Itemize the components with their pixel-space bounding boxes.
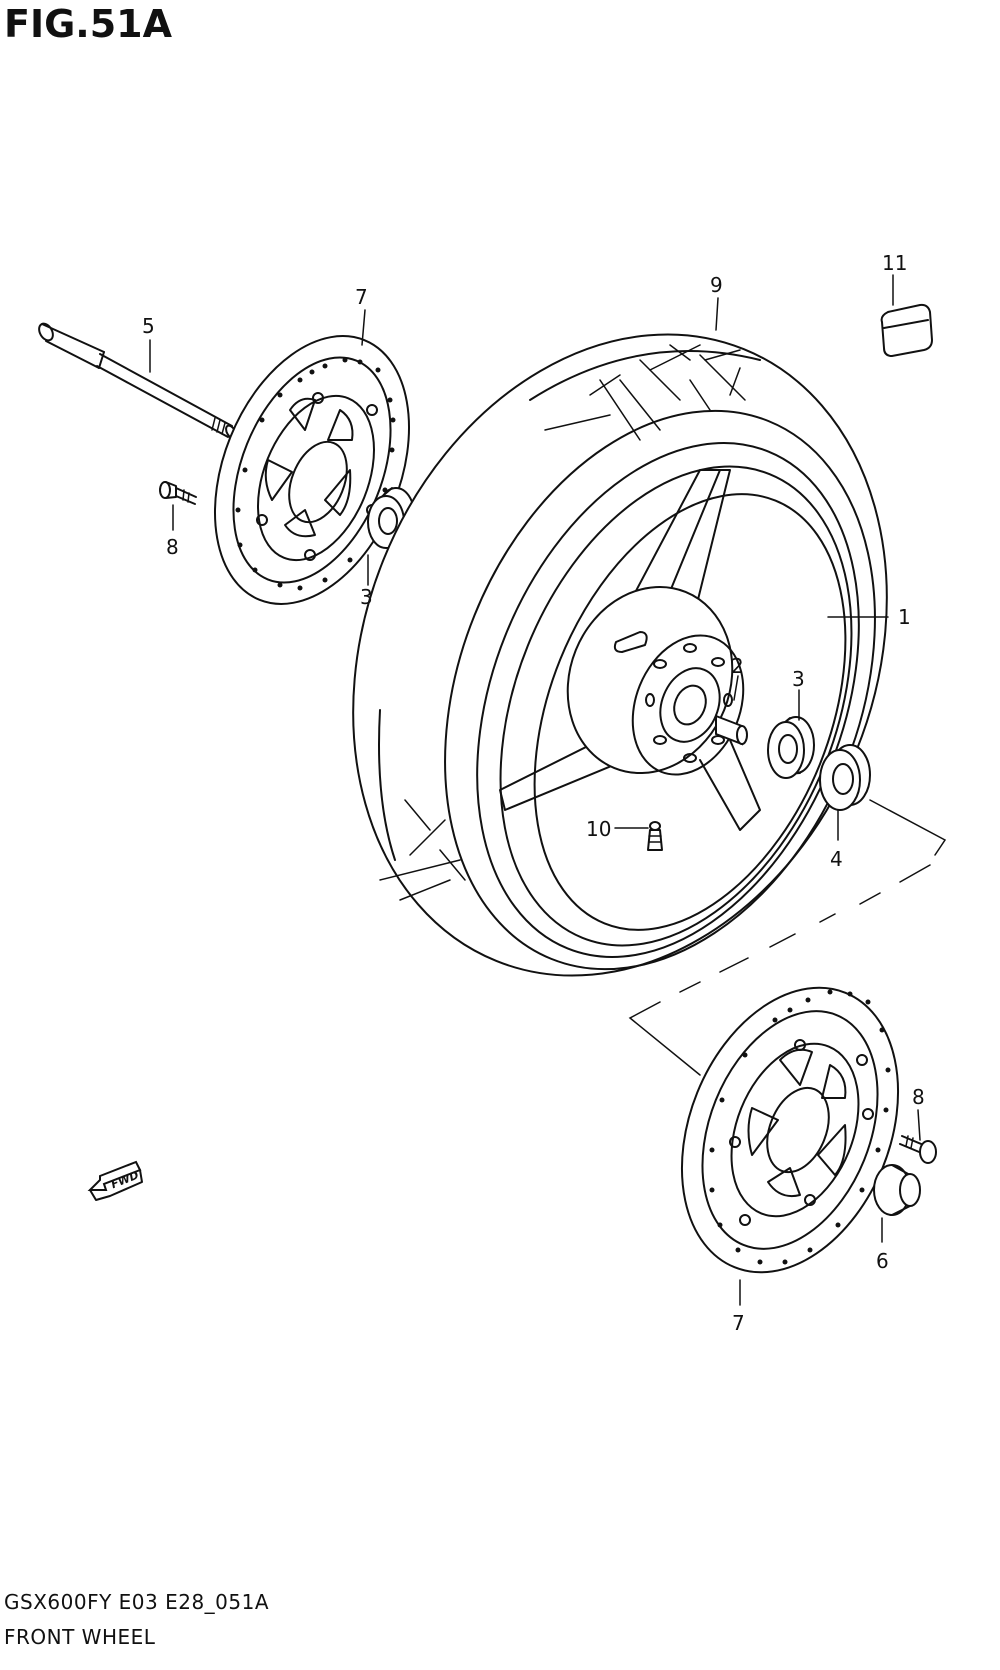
figure-title: FIG.51A <box>4 2 173 46</box>
balancer-drawing[interactable] <box>880 303 934 358</box>
bearing-right-drawing[interactable] <box>767 716 815 779</box>
disc-bolt-lower-drawing[interactable] <box>899 1135 937 1164</box>
callout-9: 9 <box>710 273 723 297</box>
callout-labels: 5 7 8 3 9 11 1 2 3 4 10 8 6 7 <box>142 251 925 1335</box>
callout-7-upper: 7 <box>355 285 368 309</box>
section-name: FRONT WHEEL <box>4 1625 156 1649</box>
axle-centerline <box>628 799 947 1076</box>
valve-drawing[interactable] <box>647 821 663 851</box>
callout-8-upper: 8 <box>166 535 179 559</box>
axle-drawing[interactable] <box>36 321 238 440</box>
callout-5: 5 <box>142 314 155 338</box>
callout-3-left: 3 <box>360 585 373 609</box>
collar-drawing[interactable] <box>873 1164 921 1216</box>
leader-lines <box>149 274 921 1306</box>
brake-disc-lower-drawing[interactable] <box>642 955 938 1304</box>
model-code: GSX600FY E03 E28_051A <box>4 1590 270 1614</box>
callout-1: 1 <box>898 605 911 629</box>
brake-disc-upper-drawing[interactable] <box>178 307 446 633</box>
wheel-drawing[interactable] <box>405 386 930 1014</box>
callout-7-lower: 7 <box>732 1311 745 1335</box>
forward-direction-arrow: FWD <box>87 1160 143 1201</box>
callout-3-right: 3 <box>792 667 805 691</box>
callout-8-lower: 8 <box>912 1085 925 1109</box>
callout-10: 10 <box>586 817 611 841</box>
callout-2: 2 <box>731 654 744 678</box>
callout-11: 11 <box>882 251 907 275</box>
callout-4: 4 <box>830 847 843 871</box>
callout-6: 6 <box>876 1249 889 1273</box>
dust-seal-drawing[interactable] <box>819 744 871 811</box>
disc-bolt-upper-drawing[interactable] <box>159 481 197 505</box>
